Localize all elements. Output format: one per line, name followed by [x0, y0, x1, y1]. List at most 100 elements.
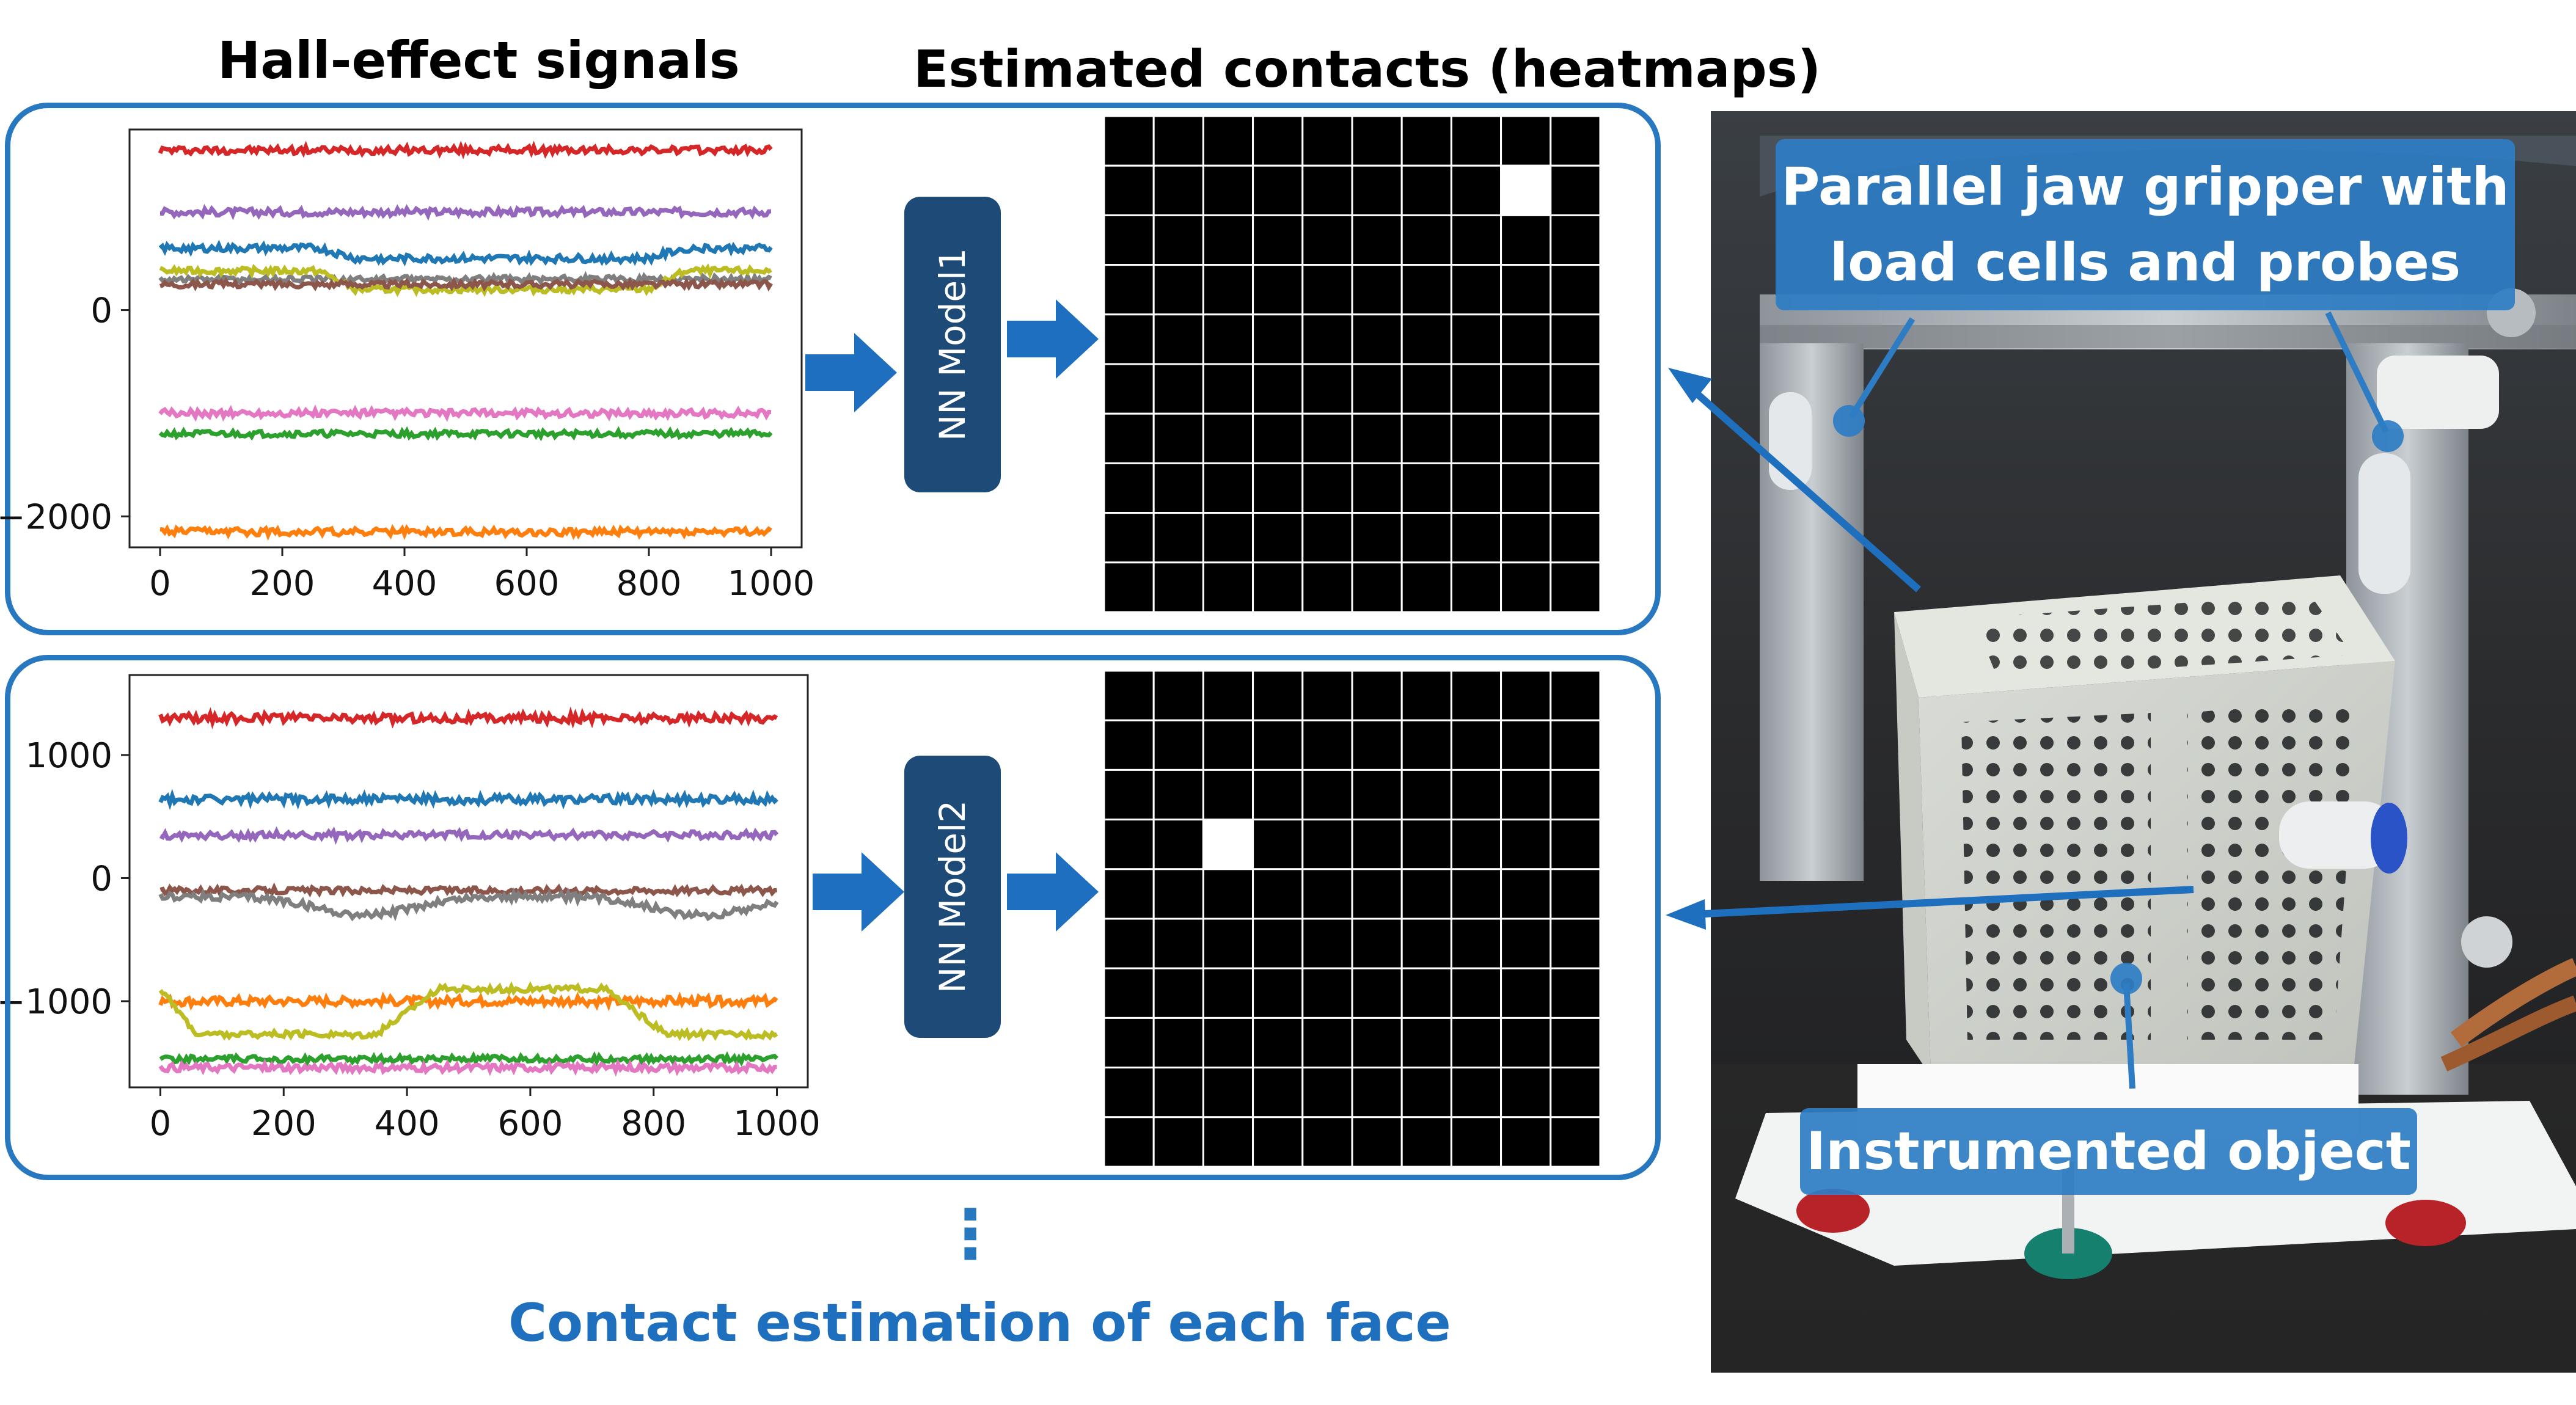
heatmap-cell [1550, 164, 1601, 216]
heatmap-cell [1500, 719, 1552, 771]
heatmap-cell [1301, 561, 1353, 613]
series-line-9 [158, 1058, 777, 1077]
gripper-label-line1: Parallel jaw gripper with [1781, 156, 2509, 217]
heatmap-cell [1252, 868, 1304, 920]
heatmap-cell [1550, 1067, 1601, 1119]
series-line-6 [159, 276, 773, 292]
heatmap-cell [1103, 1067, 1155, 1119]
heatmap-cell [1252, 967, 1304, 1019]
heatmap-cell [1152, 363, 1204, 415]
series-line-2 [160, 203, 772, 221]
heatmap-cell [1351, 918, 1403, 969]
heatmap-cell [1103, 1116, 1155, 1168]
y-tick-label: −2000 [0, 497, 112, 537]
chart-axes-frame [128, 674, 809, 1089]
heatmap-cell [1550, 115, 1601, 167]
heatmap-cell [1351, 1116, 1403, 1168]
heatmap-cell [1103, 561, 1155, 613]
x-tick-label: 600 [497, 1104, 563, 1144]
heatmap-cell [1351, 670, 1403, 721]
heatmap-cell [1252, 462, 1304, 514]
heatmap-cell [1103, 670, 1155, 721]
red-pin-left [1796, 1189, 1870, 1233]
series-line-3 [158, 239, 773, 267]
series-line-7 [158, 981, 778, 1042]
flow-arrow [813, 852, 904, 932]
heatmap-cell [1351, 819, 1403, 870]
heatmap-cell [1202, 264, 1254, 316]
heatmap-cell [1103, 313, 1155, 365]
heatmap-cell [1400, 412, 1452, 464]
heatmap-cell [1252, 115, 1304, 167]
object-label: Instrumented object [1800, 1108, 2417, 1195]
series-line-4 [159, 882, 777, 898]
heatmap-cell [1351, 1016, 1403, 1069]
signals-header: Hall-effect signals [218, 31, 740, 90]
heatmap-cell [1252, 561, 1304, 613]
heatmap-cell [1252, 1016, 1304, 1069]
heatmap-cell [1202, 363, 1254, 415]
heatmap-cell [1152, 868, 1204, 920]
heatmap-cell [1252, 1067, 1304, 1119]
heatmap-cell [1450, 264, 1502, 316]
arrow-to-panel-1-line [1690, 387, 1921, 593]
arrow-to-panel-1-head [1668, 368, 1712, 403]
x-tick-label: 400 [372, 564, 437, 604]
heatmap-cell [1500, 967, 1552, 1019]
heatmap-cell [1450, 462, 1502, 514]
heatmap-cell [1550, 313, 1601, 365]
heatmap-1 [1103, 115, 1601, 613]
nn-model1-box: NN Model1 [904, 197, 1001, 492]
heatmap-cell [1550, 1116, 1601, 1168]
heatmap-cell [1301, 264, 1353, 316]
heatmap-cell [1351, 214, 1403, 266]
face-panel-1 [5, 103, 1661, 635]
series-line-1 [158, 140, 773, 159]
heatmap-cell [1252, 819, 1304, 870]
heatmap-cell [1351, 512, 1403, 564]
heatmap-cell [1450, 214, 1502, 266]
y-tick-label: 0 [90, 859, 112, 899]
heatmap-cell [1103, 868, 1155, 920]
heatmap-cell [1450, 313, 1502, 365]
more-faces-dots: ⋮ [937, 1195, 1004, 1273]
heatmap-cell [1202, 164, 1254, 216]
heatmap-cell [1301, 412, 1353, 464]
y-tick-label: −1000 [0, 982, 112, 1022]
x-tick-label: 600 [494, 564, 560, 604]
x-tick-label: 800 [621, 1104, 686, 1144]
heatmap-cell [1450, 164, 1502, 216]
heatmap-cell [1400, 967, 1452, 1019]
heatmap-cell [1202, 462, 1254, 514]
series-line-5 [159, 263, 772, 297]
heatmap-cell [1400, 512, 1452, 564]
series-line-2 [158, 789, 778, 811]
heatmap-cell [1301, 819, 1353, 870]
heatmap-cell [1301, 313, 1353, 365]
heatmap-cell [1152, 719, 1204, 771]
gripper-label-line2: load cells and probes [1829, 232, 2461, 293]
flow-arrow [805, 333, 897, 412]
heatmap-cell [1400, 214, 1452, 266]
heatmap-cell [1550, 561, 1601, 613]
footer-caption: Contact estimation of each face [508, 1293, 1451, 1354]
heatmap-cell [1550, 462, 1601, 514]
heatmap-cell [1202, 967, 1254, 1019]
heatmap-cell [1550, 868, 1601, 920]
gripper-label: Parallel jaw gripper with load cells and… [1776, 139, 2515, 310]
heatmap-cell [1400, 1116, 1452, 1168]
heatmap-cell [1450, 561, 1502, 613]
heatmap-cell [1400, 115, 1452, 167]
x-tick-label: 1000 [728, 564, 815, 604]
heatmap-cell [1252, 768, 1304, 821]
heatmap-cell [1400, 462, 1452, 514]
series-line-5 [158, 887, 779, 922]
heatmap-cell [1351, 768, 1403, 821]
heatmap-cell [1400, 561, 1452, 613]
heatmap-cell [1500, 1116, 1552, 1168]
heatmap-cell [1450, 670, 1502, 721]
